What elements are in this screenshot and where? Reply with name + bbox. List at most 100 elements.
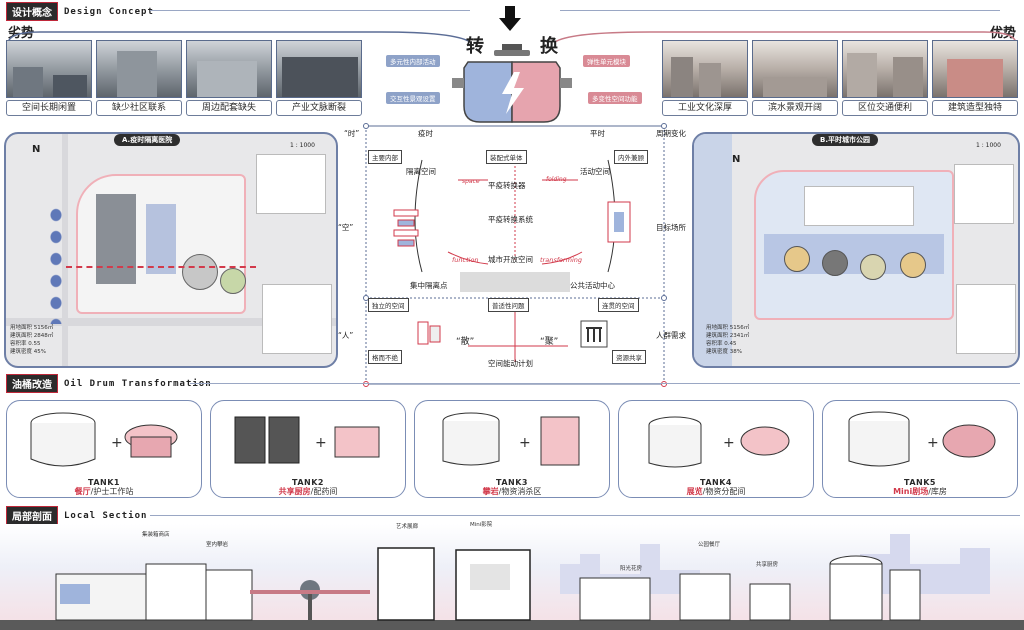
caption-advantage-1: 工业文化深厚 (662, 100, 748, 116)
photo-waterfront (752, 40, 838, 98)
engine-input-left-1: 多元性内部活动 (386, 55, 440, 67)
engine-icon (452, 44, 572, 123)
section-label-gallery: 艺术展廊 (396, 524, 419, 530)
tank-2-use-main: 共享厨房 (278, 487, 311, 496)
svg-text:+: + (927, 435, 939, 451)
tank-1-use-rest: /护士工作站 (90, 487, 134, 496)
label-time: “时” (344, 129, 360, 138)
north-arrow-icon: N (32, 144, 41, 155)
caption-advantage-2: 滨水景观开阔 (752, 100, 838, 116)
tank-card-3: + TANK3 攀岩/物资消杀区 (414, 400, 610, 498)
label-converter: 平疫转换器 (488, 181, 526, 190)
tank-4-use-rest: /物资分配间 (702, 487, 746, 496)
tank-2-illustration: + (234, 416, 380, 464)
photo-architecture (932, 40, 1018, 98)
label-gather: “聚” (540, 337, 559, 347)
engine-input-left-2: 交互性景观设置 (386, 92, 440, 104)
label-target-place: 目标场所 (656, 223, 686, 232)
section-label-restaurant: 公园餐厅 (698, 542, 721, 548)
map-b-stat-1: 用地面积 5156㎡ (706, 325, 750, 331)
label-crowd-demand: 人群需求 (656, 331, 686, 340)
engine-input-right-2: 多变性空间功能 (588, 92, 642, 104)
gather-icon (580, 320, 608, 348)
scatter-icon (417, 321, 441, 345)
section-label-climbing: 室内攀岩 (206, 542, 229, 548)
photo-industry (276, 40, 362, 98)
label-isolation-space: 隔离空间 (406, 167, 436, 176)
tank-5-use: Mini剧场/库房 (823, 486, 1017, 497)
tank-5-use-rest: /库房 (928, 487, 947, 496)
tank-card-5: + TANK5 Mini剧场/库房 (822, 400, 1018, 498)
box-assembly: 装配式单体 (486, 150, 527, 164)
tank-5-illustration: + (848, 411, 996, 467)
label-space-en: space (462, 178, 480, 185)
label-space: “空” (338, 223, 354, 232)
tank-card-1: + TANK1 餐厅/护士工作站 (6, 400, 202, 498)
label-function-en: function (452, 256, 479, 264)
tank-card-4: + TANK4 展览/物资分配间 (618, 400, 814, 498)
label-system: 平疫转换系统 (488, 215, 533, 224)
header-rule (150, 10, 470, 11)
map-b-stat-2: 建筑面积 2341㎡ (706, 333, 750, 339)
oil-drum-header: 油桶改造 Oil Drum Transformation (6, 374, 212, 393)
photo-idle-space (6, 40, 92, 98)
map-a-stat-2: 建筑面积 2848㎡ (10, 333, 54, 339)
label-cycle-change: 周期变化 (656, 129, 686, 138)
tank-5-use-main: Mini剧场 (893, 487, 929, 496)
label-isolation-point: 集中隔离点 (410, 281, 448, 290)
local-section-rule (150, 515, 1020, 516)
north-arrow-icon-b: N (732, 154, 741, 165)
header-rule-right (560, 10, 1000, 11)
tank-3-use-rest: /物资消杀区 (498, 487, 542, 496)
tank-1-name: TANK1 (88, 478, 120, 487)
tank-4-use-main: 展览 (686, 487, 703, 496)
caption-disadvantage-3: 周边配套缺失 (186, 100, 272, 116)
label-scatter: “散” (456, 337, 475, 347)
tank-2-name: TANK2 (292, 478, 324, 487)
photo-industrial-culture (662, 40, 748, 98)
box-universal: 普适性问题 (488, 298, 529, 312)
map-b-stat-4: 建筑密度 38% (706, 349, 742, 355)
tank-2-use: 共享厨房/配药间 (211, 486, 405, 497)
label-public-center: 公共活动中心 (570, 281, 615, 290)
section-label-sunroom: 阳光花房 (620, 566, 643, 572)
svg-text:+: + (519, 435, 531, 451)
map-a-scale: 1 : 1000 (290, 142, 315, 149)
caption-advantage-3: 区位交通便利 (842, 100, 928, 116)
svg-text:+: + (315, 435, 327, 451)
section-label-cinema: Mini影院 (470, 522, 493, 528)
box-independent: 独立的空间 (368, 298, 409, 312)
section-label-kitchen: 共享厨房 (756, 562, 779, 568)
label-open-space: 城市开放空间 (488, 255, 533, 264)
map-b-stat-3: 容积率 0.45 (706, 341, 737, 347)
design-concept-tag: 设计概念 (6, 2, 58, 21)
convert-left-char: 转 (466, 36, 484, 57)
arrow-down-icon (499, 6, 521, 31)
svg-text:+: + (111, 435, 123, 451)
label-folding-en: folding (546, 176, 567, 183)
map-b-title: B.平时城市公园 (812, 134, 878, 146)
tank-4-name: TANK4 (700, 478, 732, 487)
tank-4-illustration: + (648, 416, 790, 468)
section-drawing (0, 534, 1024, 630)
svg-text:+: + (723, 435, 735, 451)
map-a-isolation-hospital (4, 132, 338, 368)
map-a-stat-1: 用地面积 5156㎡ (10, 325, 54, 331)
box-inner-outer: 内外兼顾 (614, 150, 648, 164)
tank-3-illustration: + (442, 412, 580, 466)
map-b-city-park (692, 132, 1020, 368)
local-section-title-en: Local Section (64, 510, 148, 521)
box-main-inner: 主要内部 (368, 150, 402, 164)
box-connected: 连贯的空间 (598, 298, 639, 312)
convert-right-char: 换 (540, 36, 558, 57)
tank-4-use: 展览/物资分配间 (619, 486, 813, 497)
tank-3-name: TANK3 (496, 478, 528, 487)
oil-drum-tag: 油桶改造 (6, 374, 58, 393)
design-concept-header: 设计概念 Design Concept (6, 2, 154, 21)
tank-card-2: + TANK2 共享厨房/配药间 (210, 400, 406, 498)
label-transforming-en: transforming (540, 256, 583, 264)
tank-3-use: 攀岩/物资消杀区 (415, 486, 609, 497)
caption-advantage-4: 建筑造型独特 (932, 100, 1018, 116)
map-a-title: A.疫时隔离医院 (114, 134, 181, 146)
tank-1-use-main: 餐厅 (74, 487, 91, 496)
